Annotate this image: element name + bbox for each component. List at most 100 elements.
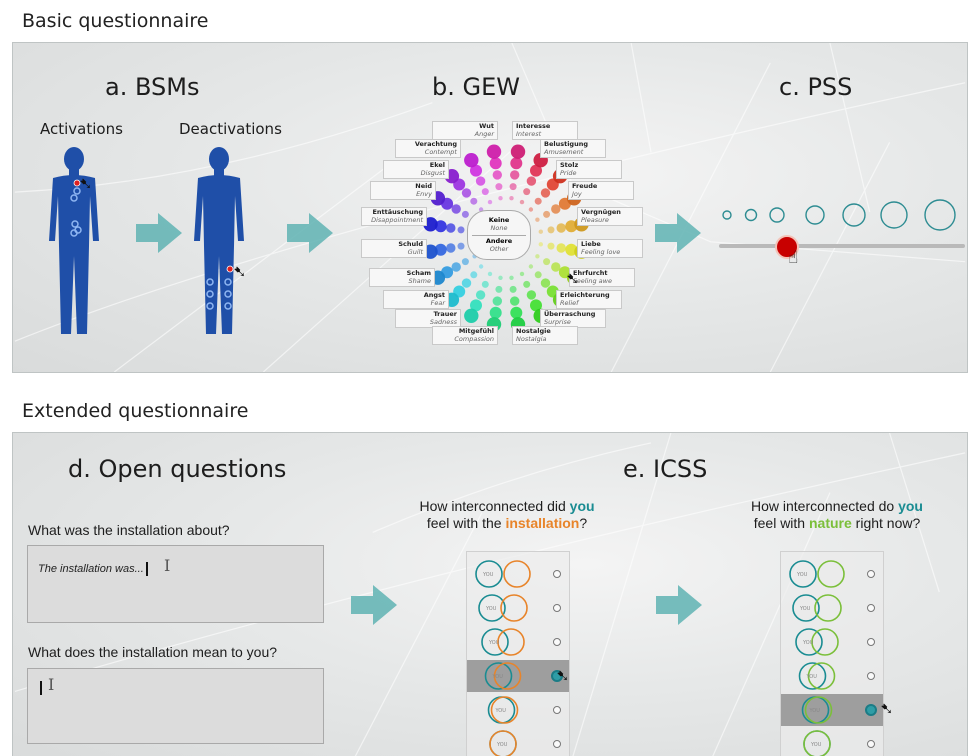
pss-scale[interactable] <box>713 193 968 273</box>
icss-radio-button[interactable] <box>867 604 875 612</box>
icss-option-row[interactable]: YOU <box>781 592 883 624</box>
gew-intensity-circle[interactable] <box>510 306 523 319</box>
gew-intensity-circle[interactable] <box>446 223 456 233</box>
icss-option-row[interactable]: YOU <box>781 728 883 756</box>
gew-intensity-circle[interactable] <box>478 264 484 269</box>
gew-intensity-circle[interactable] <box>565 243 578 256</box>
gew-intensity-circle[interactable] <box>470 271 478 279</box>
gew-intensity-circle[interactable] <box>510 296 520 306</box>
gew-intensity-circle[interactable] <box>509 285 517 293</box>
gew-intensity-circle[interactable] <box>519 199 525 205</box>
gew-intensity-circle[interactable] <box>470 164 482 177</box>
gew-intensity-circle[interactable] <box>492 296 502 306</box>
gew-intensity-circle[interactable] <box>470 197 478 205</box>
open-answer-1-field[interactable]: The installation was... I <box>27 545 324 623</box>
gew-intensity-circle[interactable] <box>530 164 542 177</box>
icss-option-row[interactable]: YOU <box>467 558 569 590</box>
deactivation-body-map[interactable] <box>188 146 250 338</box>
gew-intensity-circle[interactable] <box>495 183 503 191</box>
gew-intensity-circle[interactable] <box>534 271 542 279</box>
icss-radio-button[interactable] <box>865 704 877 716</box>
icss-option-row[interactable]: YOU <box>781 660 883 692</box>
gew-intensity-circle[interactable] <box>461 278 472 288</box>
gew-other-option[interactable]: Andere <box>485 237 513 245</box>
gew-intensity-circle[interactable] <box>526 290 537 300</box>
gew-intensity-circle[interactable] <box>538 229 543 234</box>
gew-intensity-circle[interactable] <box>489 306 502 319</box>
gew-intensity-circle[interactable] <box>495 285 503 293</box>
gew-intensity-circle[interactable] <box>434 220 447 233</box>
gew-intensity-circle[interactable] <box>535 217 540 222</box>
gew-intensity-circle[interactable] <box>457 226 465 234</box>
gew-intensity-circle[interactable] <box>475 290 486 300</box>
gew-none-option[interactable]: Keine <box>488 216 510 224</box>
gew-intensity-circle[interactable] <box>446 243 456 253</box>
icss-option-row[interactable]: YOU <box>781 558 883 590</box>
gew-intensity-circle[interactable] <box>498 275 503 280</box>
gew-intensity-circle[interactable] <box>543 210 551 218</box>
icss-radio-button[interactable] <box>867 672 875 680</box>
gew-intensity-circle[interactable] <box>487 199 493 205</box>
icss-option-row[interactable]: YOU <box>467 592 569 624</box>
gew-intensity-circle[interactable] <box>526 176 537 186</box>
gew-intensity-circle[interactable] <box>556 243 566 253</box>
gew-intensity-circle[interactable] <box>538 242 543 247</box>
icss-option-row[interactable]: YOU <box>781 626 883 658</box>
gew-intensity-circle[interactable] <box>534 197 542 205</box>
gew-intensity-circle[interactable] <box>519 271 525 277</box>
gew-intensity-circle[interactable] <box>565 220 578 233</box>
gew-intensity-circle[interactable] <box>451 204 461 214</box>
gew-intensity-circle[interactable] <box>475 176 486 186</box>
gew-intensity-circle[interactable] <box>540 188 551 198</box>
gew-intensity-circle[interactable] <box>487 271 493 277</box>
icss-radio-button[interactable] <box>867 570 875 578</box>
gew-intensity-circle[interactable] <box>461 188 472 198</box>
icss-radio-button[interactable] <box>867 740 875 748</box>
gew-intensity-circle[interactable] <box>510 170 520 180</box>
gew-intensity-circle[interactable] <box>556 223 566 233</box>
gew-intensity-circle[interactable] <box>540 278 551 288</box>
icss-option-row[interactable]: YOU <box>781 694 883 726</box>
gew-intensity-circle[interactable] <box>492 170 502 180</box>
icss-radio-button[interactable] <box>553 740 561 748</box>
gew-intensity-circle[interactable] <box>547 226 555 234</box>
gew-intensity-circle[interactable] <box>523 280 531 288</box>
gew-intensity-circle[interactable] <box>498 196 503 201</box>
gew-intensity-circle[interactable] <box>543 258 551 266</box>
icss-radio-button[interactable] <box>867 638 875 646</box>
gew-intensity-circle[interactable] <box>509 183 517 191</box>
gew-intensity-circle[interactable] <box>551 204 561 214</box>
gew-intensity-circle[interactable] <box>535 254 540 259</box>
icss-option-row[interactable]: YOU <box>467 694 569 726</box>
icss-option-row[interactable]: YOU <box>467 660 569 692</box>
gew-intensity-circle[interactable] <box>509 275 514 280</box>
gew-intensity-circle[interactable] <box>489 157 502 170</box>
gew-intensity-circle[interactable] <box>509 196 514 201</box>
gew-intensity-circle[interactable] <box>523 188 531 196</box>
gew-intensity-circle[interactable] <box>528 264 534 269</box>
gew-intensity-circle[interactable] <box>461 258 469 266</box>
gew-intensity-circle[interactable] <box>486 144 502 159</box>
gew-intensity-circle[interactable] <box>451 262 461 272</box>
icss-radio-button[interactable] <box>551 670 563 682</box>
gew-intensity-circle[interactable] <box>510 144 526 159</box>
gew-intensity-circle[interactable] <box>464 308 479 323</box>
icss-radio-button[interactable] <box>553 706 561 714</box>
icss-radio-button[interactable] <box>553 570 561 578</box>
pss-slider-handle[interactable] <box>775 235 799 259</box>
icss-radio-button[interactable] <box>553 604 561 612</box>
activation-body-map[interactable] <box>43 146 105 338</box>
